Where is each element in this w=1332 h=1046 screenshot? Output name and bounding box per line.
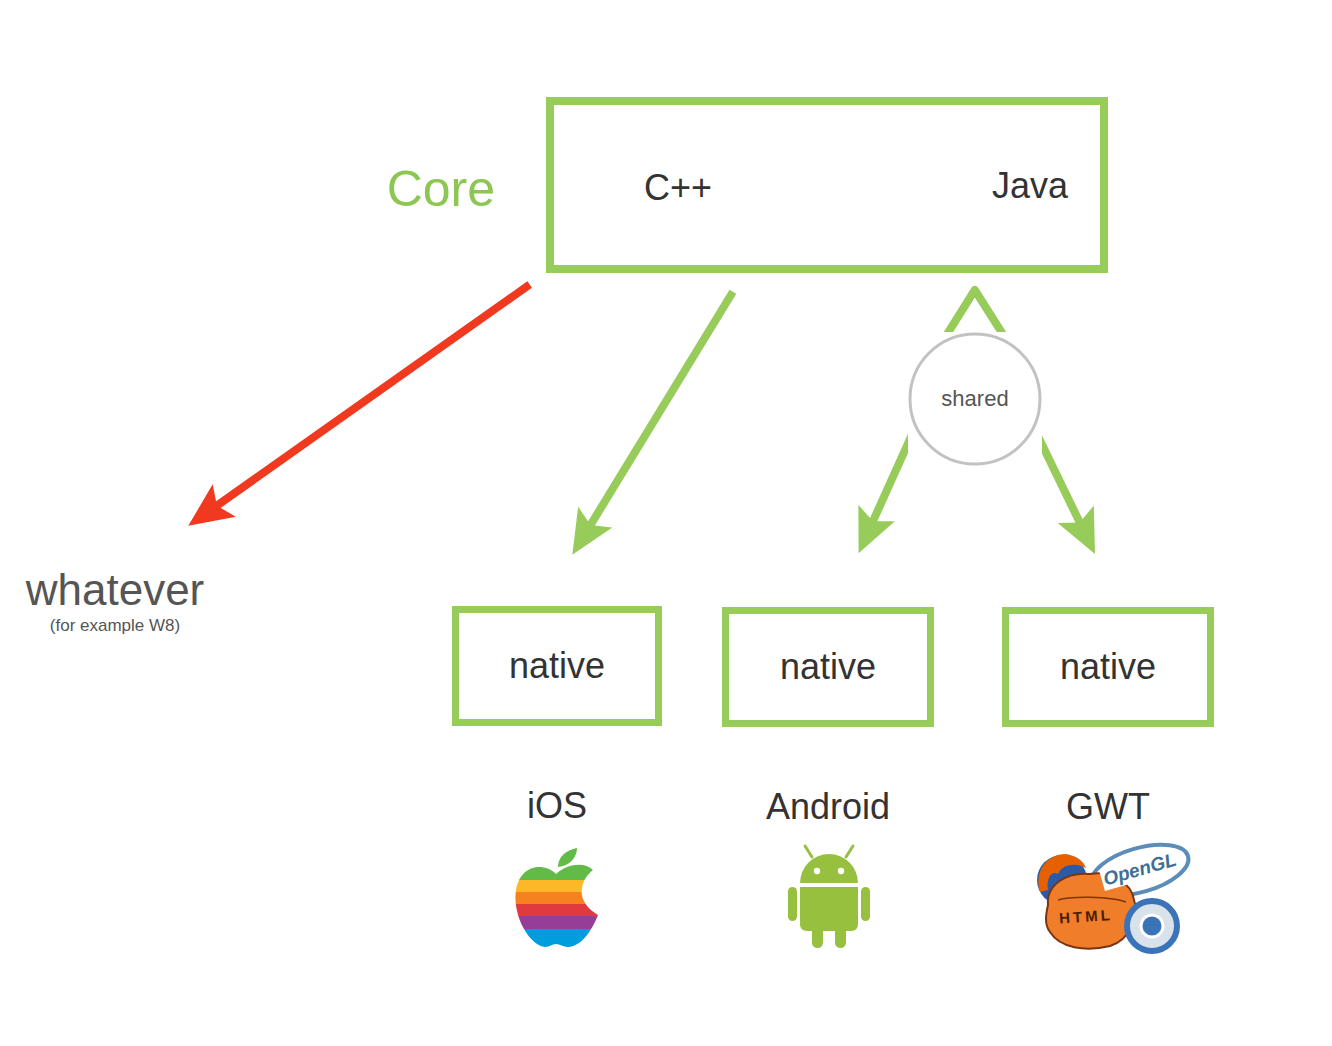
box-label: native (780, 646, 876, 687)
gwt-logo (1037, 835, 1194, 951)
logo-part (805, 846, 812, 857)
logo-part (1127, 901, 1177, 951)
logo-part (558, 848, 577, 867)
flow-arrow (583, 292, 733, 538)
logo-part (788, 887, 797, 921)
logo-part (812, 926, 823, 948)
logo-part (505, 880, 605, 892)
logo-part (814, 868, 820, 874)
language-name: Java (992, 165, 1068, 206)
platform-name: GWT (1066, 786, 1150, 827)
box-label: native (509, 645, 605, 686)
logo-part (505, 904, 605, 916)
shared-circle: shared (908, 332, 1042, 466)
platform-note: (for example W8) (50, 616, 180, 636)
language-label: Java (984, 157, 1077, 215)
circle-outline (910, 334, 1040, 464)
logo-part (861, 887, 870, 921)
logo-part (1141, 915, 1163, 937)
logo-part (505, 850, 605, 951)
language-name: C++ (644, 167, 712, 208)
port-arrow (205, 285, 530, 515)
native-box: nativeiOS (452, 606, 662, 726)
platform-name: whatever (26, 565, 205, 616)
native-box: nativeAndroid (722, 607, 934, 727)
language-label: C++ (636, 159, 721, 217)
logo-part (505, 929, 605, 951)
logo-part (800, 887, 858, 931)
flow-arrow (1035, 429, 1087, 535)
logo-part (838, 868, 844, 874)
other-platform: whatever(for example W8) (22, 561, 209, 640)
core-heading: Core (387, 161, 495, 219)
android-logo (788, 846, 870, 948)
apple-logo (505, 848, 605, 951)
platform-name: iOS (527, 785, 587, 826)
logo-part (1058, 897, 1126, 902)
logo-part (846, 846, 853, 857)
circle-label: shared (941, 386, 1008, 411)
core-box: CoreC++Java (546, 97, 1108, 273)
logo-part (505, 892, 605, 904)
box-label: native (1060, 646, 1156, 687)
logo-part (505, 916, 605, 929)
platform-name: Android (766, 786, 890, 827)
native-box: nativeGWT (1002, 607, 1214, 727)
logo-part (800, 854, 858, 883)
logo-part (505, 850, 605, 880)
logo-part (835, 926, 846, 948)
